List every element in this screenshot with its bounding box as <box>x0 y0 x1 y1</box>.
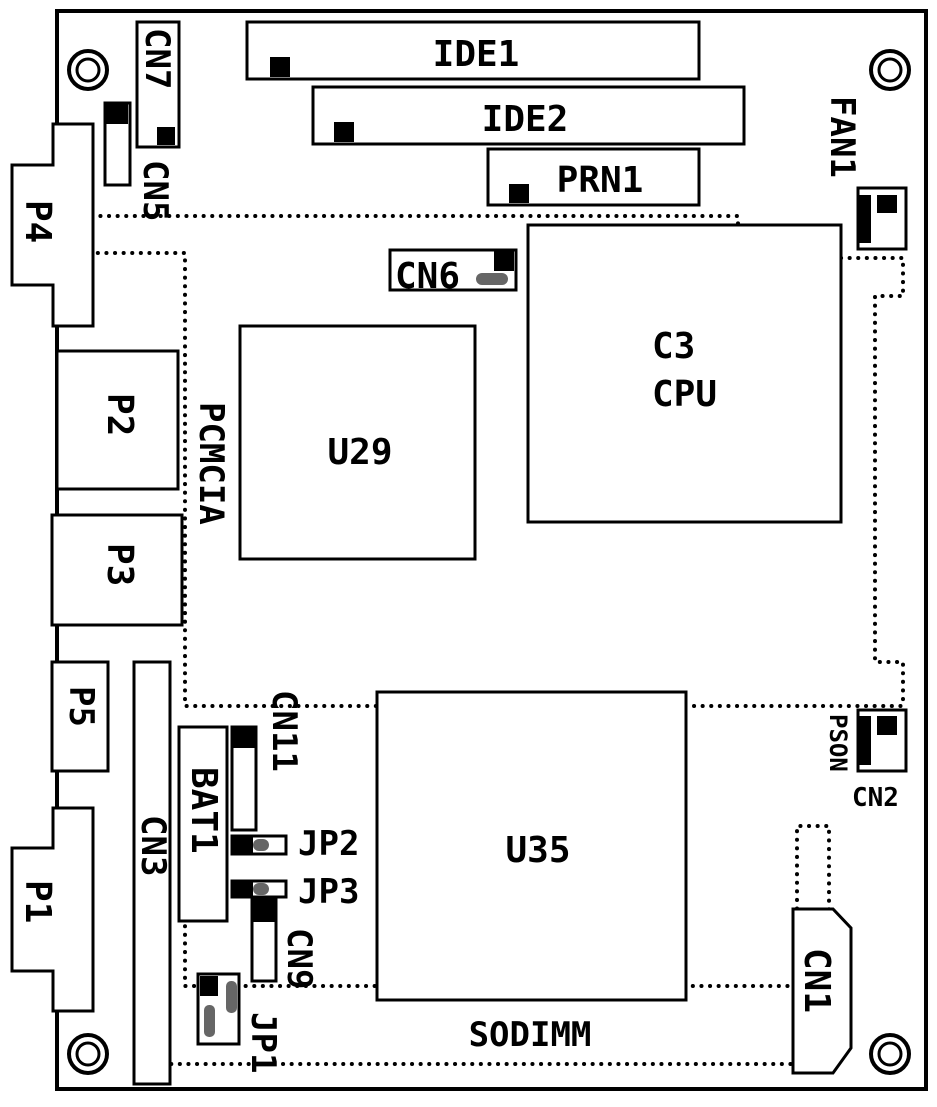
label-cn2: CN2 <box>852 783 899 813</box>
label-cpu-line2: CPU <box>652 374 717 415</box>
label-prn1: PRN1 <box>557 160 644 201</box>
connector-cn7: CN7 <box>135 20 181 149</box>
pin1-marker <box>233 882 253 896</box>
label-cpu-line1: C3 <box>652 326 695 367</box>
pin1-marker <box>334 122 354 142</box>
jumper-jp2: JP2 <box>230 824 359 864</box>
pin1-marker <box>200 976 218 996</box>
connector-cn3: CN3 <box>132 660 173 1086</box>
chip-u29: U29 <box>238 324 477 561</box>
label-fan1: FAN1 <box>822 96 862 178</box>
mounting-hole-icon <box>67 1033 109 1075</box>
label-jp2: JP2 <box>298 824 359 864</box>
pin1-marker <box>270 57 290 77</box>
connector-fan1: FAN1 <box>822 96 908 251</box>
pin1-marker <box>253 900 275 922</box>
jumper-cap <box>253 883 269 895</box>
pin1-marker <box>859 195 871 243</box>
pin1-marker <box>859 716 871 765</box>
connector-p1: P1 <box>10 806 95 1013</box>
label-cn11: CN11 <box>264 690 304 772</box>
jumper-jp1: JP1 <box>196 972 283 1073</box>
connector-cn9: CN9 <box>250 897 319 989</box>
label-jp3: JP3 <box>298 872 359 912</box>
label-cn1: CN1 <box>796 948 837 1013</box>
label-p3: P3 <box>99 543 140 586</box>
connector-p3: P3 <box>50 513 184 627</box>
pin1-marker <box>106 104 128 124</box>
connector-p2: P2 <box>55 349 180 491</box>
pin1-marker <box>157 127 175 145</box>
connector-cn2: PSON CN2 <box>824 708 908 813</box>
connector-cn1: CN1 <box>791 907 853 1075</box>
pin1-marker <box>233 837 253 853</box>
jumper-cap <box>476 273 508 285</box>
connector-cn11: CN11 <box>230 690 304 832</box>
connector-p4: P4 <box>10 122 95 328</box>
connector-prn1: PRN1 <box>486 147 701 207</box>
label-p5: P5 <box>61 686 101 727</box>
connector-ide2: IDE2 <box>311 85 746 146</box>
label-jp1: JP1 <box>243 1012 283 1073</box>
label-cn6: CN6 <box>395 256 460 297</box>
pin1-marker <box>233 728 255 748</box>
label-pson: PSON <box>824 714 852 772</box>
label-cn3: CN3 <box>133 815 173 876</box>
jumper-cap <box>204 1005 215 1037</box>
connector-p5: P5 <box>50 660 110 773</box>
mounting-hole-icon <box>869 49 911 91</box>
mounting-hole-icon <box>67 49 109 91</box>
mounting-holes <box>67 49 911 1075</box>
mounting-hole-icon <box>869 1033 911 1075</box>
label-cn9: CN9 <box>279 928 319 989</box>
connector-cn5: CN5 <box>103 101 175 221</box>
label-cn5: CN5 <box>135 160 175 221</box>
label-p4: P4 <box>17 200 58 243</box>
pin1-marker <box>509 184 529 203</box>
battery-bat1: BAT1 <box>177 725 229 923</box>
chip-u35: U35 <box>375 690 688 1002</box>
label-ide2: IDE2 <box>482 99 569 140</box>
label-u29: U29 <box>327 432 392 473</box>
jumper-jp3: JP3 <box>230 872 359 912</box>
connector-ide1: IDE1 <box>245 20 701 81</box>
label-bat1: BAT1 <box>183 767 224 854</box>
label-u35: U35 <box>505 830 570 871</box>
label-cn7: CN7 <box>137 28 177 89</box>
chip-c3-cpu: C3 CPU <box>526 223 843 524</box>
jumper-cap <box>253 839 269 851</box>
label-sodimm: SODIMM <box>469 1015 592 1055</box>
label-p1: P1 <box>17 880 58 923</box>
label-p2: P2 <box>99 393 140 436</box>
label-pcmcia: PCMCIA <box>191 402 231 525</box>
connector-cn6: CN6 <box>388 248 518 297</box>
label-ide1: IDE1 <box>433 34 520 75</box>
pin1-marker <box>494 251 514 271</box>
jumper-cap <box>226 981 237 1013</box>
